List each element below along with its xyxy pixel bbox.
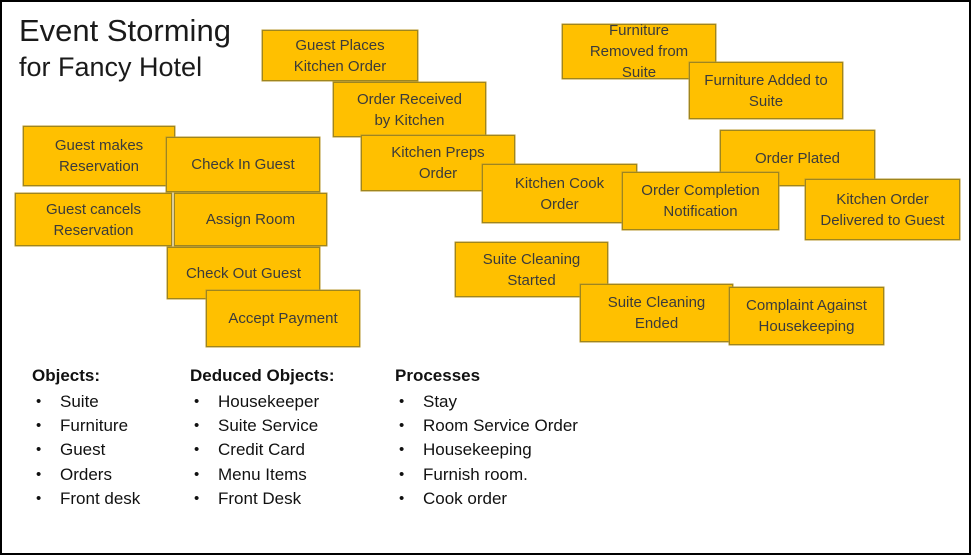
list-item: •Suite Service: [194, 416, 319, 436]
list-item: •Housekeeping: [399, 440, 532, 460]
sticky-note-furniture-added-to-suite[interactable]: Furniture Added to Suite: [689, 62, 843, 119]
sticky-note-order-received-by-kitchen[interactable]: Order Received by Kitchen: [333, 82, 486, 137]
list-item: •Suite: [36, 392, 99, 411]
list-item: •Room Service Order: [399, 416, 578, 436]
objects-list-heading: Objects:: [32, 366, 101, 385]
list-item: •Front desk: [36, 488, 141, 508]
deduced-objects-list: Deduced Objects: •Housekeeper •Suite Ser…: [190, 364, 380, 511]
list-item: •Menu Items: [194, 464, 307, 484]
sticky-note-check-in-guest[interactable]: Check In Guest: [166, 137, 320, 192]
list-item: •Cook order: [399, 488, 508, 508]
list-item: •Guest: [36, 440, 106, 460]
list-item: •Credit Card: [194, 440, 305, 460]
sticky-note-guest-makes-reservation[interactable]: Guest makes Reservation: [23, 126, 175, 186]
processes-list-heading: Processes: [395, 366, 481, 385]
sticky-note-order-completion-notification[interactable]: Order Completion Notification: [622, 172, 779, 230]
list-item: •Housekeeper: [194, 392, 320, 411]
sticky-note-suite-cleaning-started[interactable]: Suite Cleaning Started: [455, 242, 608, 297]
title-line-1: Event Storming: [19, 13, 231, 48]
sticky-note-kitchen-cook-order[interactable]: Kitchen Cook Order: [482, 164, 637, 223]
sticky-note-order-plated[interactable]: Order Plated: [720, 130, 875, 186]
list-item: •Orders: [36, 464, 112, 484]
sticky-note-accept-payment[interactable]: Accept Payment: [206, 290, 360, 347]
list-item: •Front Desk: [194, 488, 302, 508]
list-item: •Furniture: [36, 416, 129, 436]
objects-list: Objects: •Suite •Furniture •Guest •Order…: [32, 364, 182, 511]
sticky-note-complaint-against-housekeeping[interactable]: Complaint Against Housekeeping: [729, 287, 884, 345]
slide-title: Event Storming for Fancy Hotel: [19, 12, 231, 84]
deduced-objects-list-heading: Deduced Objects:: [190, 366, 335, 385]
sticky-note-assign-room[interactable]: Assign Room: [174, 193, 327, 246]
processes-list: Processes •Stay •Room Service Order •Hou…: [395, 364, 625, 511]
sticky-note-guest-places-kitchen-order[interactable]: Guest Places Kitchen Order: [262, 30, 418, 81]
sticky-note-furniture-removed-from-suite[interactable]: Furniture Removed from Suite: [562, 22, 716, 81]
sticky-note-guest-cancels-reservation[interactable]: Guest cancels Reservation: [15, 193, 172, 246]
sticky-note-suite-cleaning-ended[interactable]: Suite Cleaning Ended: [580, 284, 733, 342]
sticky-note-kitchen-order-delivered-to-guest[interactable]: Kitchen Order Delivered to Guest: [805, 179, 960, 240]
list-item: •Stay: [399, 392, 458, 411]
title-line-2: for Fancy Hotel: [19, 52, 203, 83]
list-item: •Furnish room.: [399, 464, 528, 484]
